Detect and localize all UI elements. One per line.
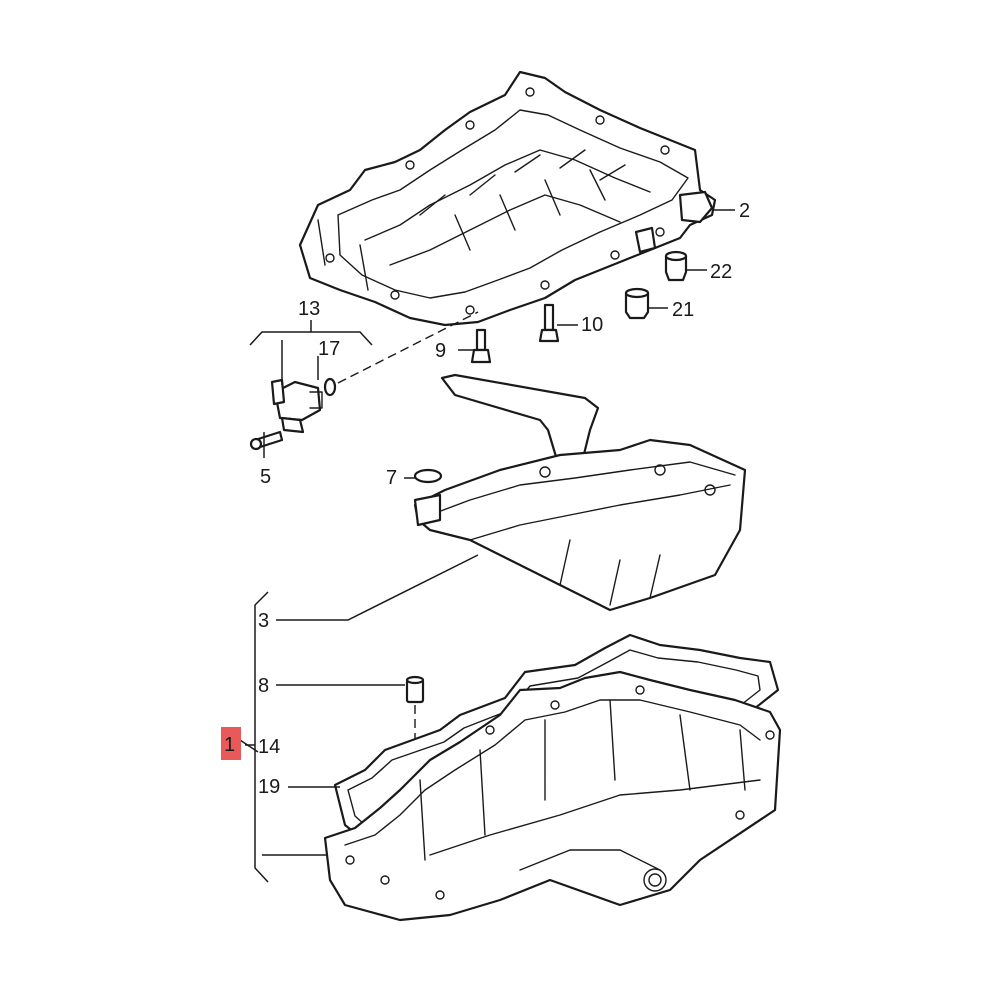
callout-10[interactable]: 10: [581, 314, 603, 336]
callout-1[interactable]: 1: [224, 734, 235, 756]
callout-13[interactable]: 13: [298, 298, 320, 320]
upper-oil-pan-part: [298, 70, 717, 327]
callout-21[interactable]: 21: [672, 299, 694, 321]
o-ring-part-7: [413, 468, 443, 484]
callout-3[interactable]: 3: [258, 610, 269, 632]
callout-7[interactable]: 7: [386, 467, 397, 489]
callout-17[interactable]: 17: [318, 338, 340, 360]
callout-14[interactable]: 14: [258, 736, 280, 758]
callout-5[interactable]: 5: [260, 466, 271, 488]
leader-lines: [239, 209, 735, 883]
baffle-part-3: [413, 373, 747, 612]
bolt-part-5: [249, 430, 284, 451]
callout-2[interactable]: 2: [739, 200, 750, 222]
callout-19[interactable]: 19: [258, 776, 280, 798]
plug-part-21: [624, 287, 650, 320]
o-ring-part-17: [323, 377, 337, 397]
callout-1-highlight: [221, 727, 241, 760]
bolt-part-10: [538, 303, 560, 343]
callout-9[interactable]: 9: [435, 340, 446, 362]
callout-8[interactable]: 8: [258, 675, 269, 697]
callouts: 1 2 3 5 7 8 9 10 13 14 17 19 21 22: [221, 200, 750, 798]
lower-oil-pan-part-14: [323, 670, 782, 922]
bolt-part-9: [470, 328, 492, 364]
plug-part-22: [664, 250, 688, 282]
oil-level-sensor-part-13: [270, 378, 323, 434]
callout-22[interactable]: 22: [710, 261, 732, 283]
bolt-part-8: [405, 675, 425, 704]
assembly-line-sensor: [337, 311, 479, 384]
